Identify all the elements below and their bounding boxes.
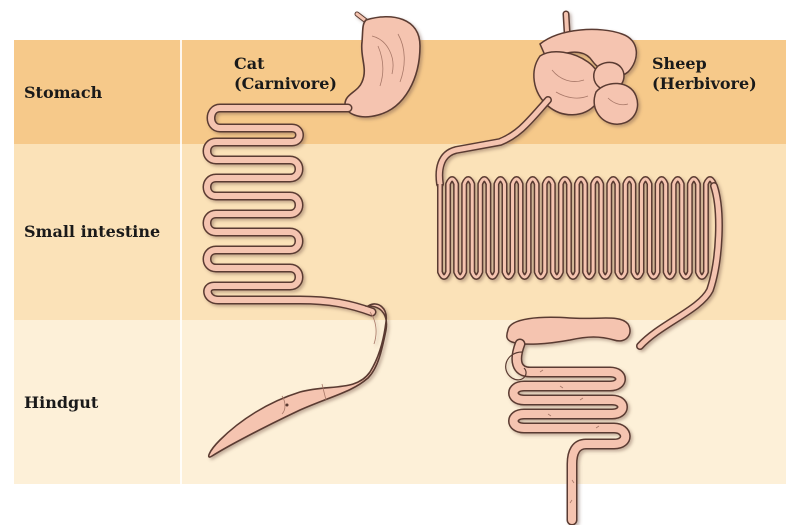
sheep-stomach bbox=[534, 29, 638, 124]
sheep-cecum bbox=[507, 317, 630, 344]
cat-hindgut bbox=[209, 304, 387, 457]
cat-digestive-tract bbox=[207, 14, 420, 457]
sheep-intestine-fill bbox=[440, 179, 714, 277]
sheep-digestive-tract bbox=[439, 14, 719, 520]
sheep-small-intestine bbox=[440, 179, 714, 277]
cat-small-intestine bbox=[207, 108, 372, 312]
sheep-spiral-colon bbox=[506, 344, 626, 520]
